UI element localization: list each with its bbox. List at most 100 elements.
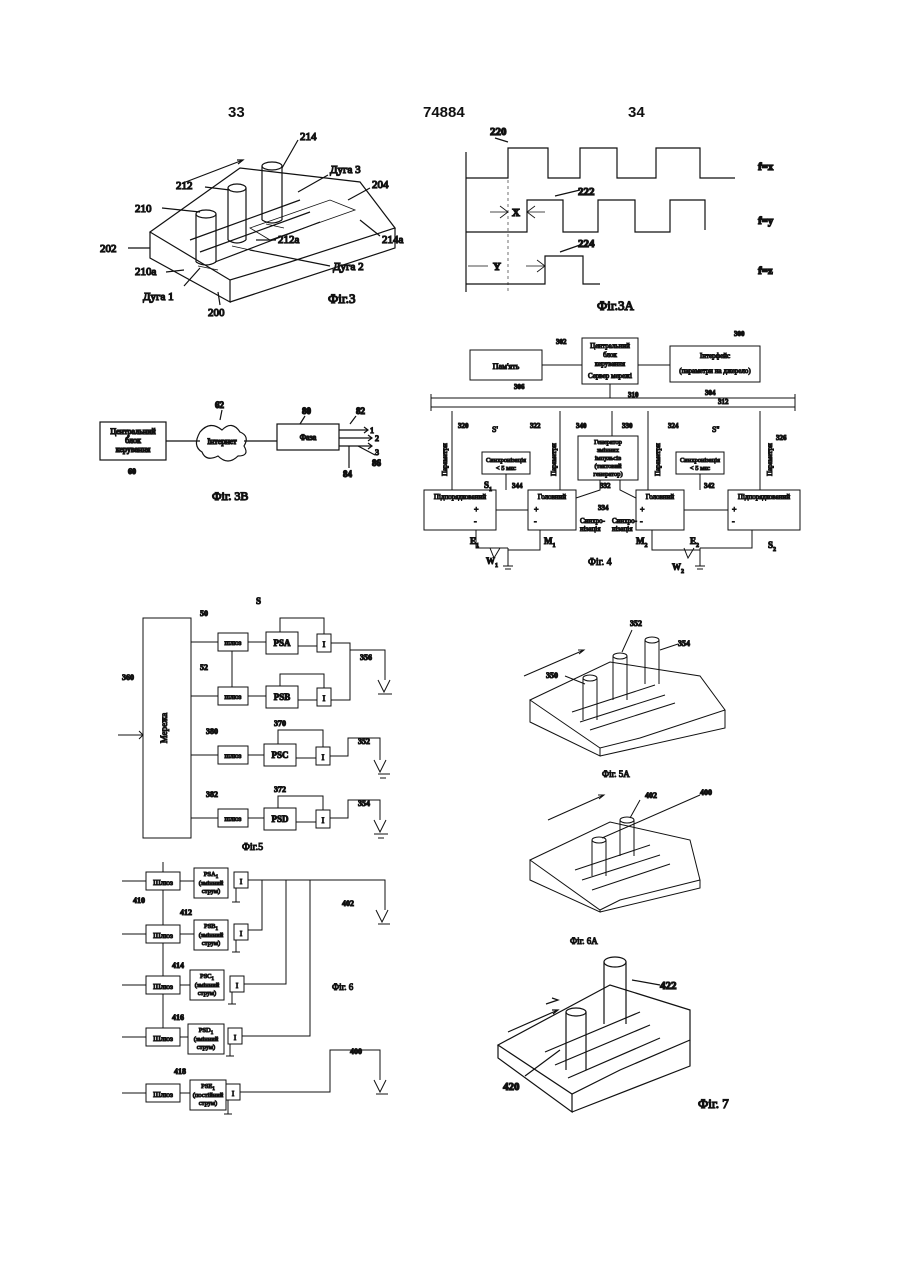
fig6-psb1-name: PSB1	[204, 923, 219, 932]
fig4-sync2-b: < 5 мкс	[690, 465, 710, 472]
fig5a-three-electrodes: 352 354 350 Фіг. 5A	[524, 619, 725, 779]
fig4-main-2: Головний	[646, 493, 675, 501]
fig6-psb1-mode-b: струм)	[202, 940, 220, 947]
fig4-main-1: Головний	[538, 493, 567, 501]
fig4-minus-3: -	[640, 517, 643, 526]
fig3b-ref-60: 60	[128, 467, 136, 476]
fig5-ref-372: 372	[274, 785, 286, 794]
fig5-inverter-3: I	[322, 753, 325, 762]
fig5-ref-50: 50	[200, 609, 208, 618]
fig4-ref-310: 310	[628, 391, 639, 399]
fig3b-internet-label: Інтернет	[207, 437, 237, 446]
fig6-gateway-2: Шлюз	[153, 931, 173, 940]
fig3b-line-1: 1	[370, 426, 374, 435]
fig4-params-4: Параметри	[766, 443, 774, 476]
fig5-gateway-3: шлюз	[225, 752, 242, 760]
fig4-ref-332: 332	[600, 482, 611, 490]
fig6-mixed-sources: Шлюз Шлюз Шлюз Шлюз Шлюз PSA1 (змінний с…	[122, 862, 390, 1114]
fig4-params-1: Параметри	[441, 443, 449, 476]
fig6-ref-416: 416	[172, 1013, 184, 1022]
fig6-caption: Фіг. 6	[332, 982, 354, 992]
fig4-ref-300: 300	[734, 330, 745, 338]
fig6-ref-412: 412	[180, 908, 192, 917]
fig4-label-S2: S2	[768, 540, 776, 553]
fig5a-ref-354: 354	[678, 639, 690, 648]
fig3-arc2-label: Дуга 2	[333, 261, 364, 273]
fig4-plus-3: +	[640, 505, 645, 514]
fig4-ref-324: 324	[668, 422, 679, 430]
fig3a-pulse-timing: 220 222 224 X Y f=x f=y f=z Фіг.3A	[466, 126, 774, 313]
fig4-ref-306: 306	[514, 383, 525, 391]
fig3a-ref-222: 222	[578, 186, 595, 198]
fig3b-ref-84: 84	[343, 469, 353, 479]
fig5a-ref-350: 350	[546, 671, 558, 680]
fig5-ref-380: 380	[206, 727, 218, 736]
fig7-caption: Фіг. 7	[698, 1096, 729, 1111]
fig6-psc1-name: PSC1	[200, 973, 215, 982]
fig4-sync-word-2a: Синхро-	[612, 517, 638, 525]
fig7-two-electrodes: 422 420 Фіг. 7	[498, 957, 729, 1112]
fig3b-internet-control: Центральний блок керування Інтернет Фаза…	[100, 400, 382, 503]
fig4-plus-1: +	[474, 505, 479, 514]
fig4-gen-5: генератор)	[593, 471, 622, 478]
fig6-ref-418: 418	[174, 1067, 186, 1076]
fig3-ref-200: 200	[208, 307, 225, 319]
fig6a-two-electrodes: 400 402 Фіг. 6A	[530, 788, 712, 946]
fig5-ref-52: 52	[200, 663, 208, 672]
fig4-gen-3: імпульсів	[595, 455, 621, 462]
fig3b-line-3: 3	[375, 448, 379, 457]
fig3b-ref-82: 82	[356, 406, 366, 416]
fig6-ref-410: 410	[133, 896, 145, 905]
fig4-synchronized-sources: Пам'ять Центральний блок керування Серве…	[424, 330, 800, 575]
fig5-ref-360: 360	[122, 673, 134, 682]
fig5a-ref-352: 352	[630, 619, 642, 628]
fig4-label-S1: S1	[484, 480, 492, 493]
fig4-ref-320: 320	[458, 422, 469, 430]
fig4-memory: Пам'ять	[493, 362, 520, 371]
fig3-ref-204: 204	[372, 179, 389, 191]
fig6-psc1-mode-a: (змінний	[195, 982, 220, 989]
fig4-sub-2: Підпорядкований	[738, 493, 790, 501]
fig6-pse1-name: PSE1	[201, 1083, 215, 1092]
fig5-source-psa: PSA	[273, 638, 291, 648]
fig4-sync1-b: < 5 мкс	[496, 465, 516, 472]
fig6a-ref-400: 400	[700, 788, 712, 797]
fig5-inverter-4: I	[322, 816, 325, 825]
fig4-s-double-prime: S''	[712, 425, 720, 434]
fig3-caption: Фіг.3	[328, 291, 356, 306]
fig4-ref-340: 340	[576, 422, 587, 430]
fig4-plus-4: +	[732, 505, 737, 514]
fig4-gen-4: (тактовий	[594, 463, 622, 470]
fig3b-central-line2: блок	[125, 436, 141, 445]
fig3a-ref-220: 220	[490, 126, 507, 138]
fig6a-caption: Фіг. 6A	[570, 936, 598, 946]
fig3-arc3-label: Дуга 3	[330, 164, 361, 176]
fig6-gateway-4: Шлюз	[153, 1034, 173, 1043]
fig4-ref-342: 342	[704, 482, 715, 490]
fig6-inverter-1: I	[240, 878, 243, 886]
fig4-label-M2: M2	[636, 536, 648, 549]
fig3a-freq-y: f=y	[758, 215, 774, 227]
fig4-sync2-a: Синхронізація	[680, 457, 720, 464]
fig4-label-W2: W2	[672, 562, 684, 575]
fig4-minus-2: -	[534, 517, 537, 526]
fig3a-caption: Фіг.3A	[597, 298, 634, 313]
fig7-ref-420: 420	[503, 1081, 520, 1093]
fig4-ref-326: 326	[776, 434, 787, 442]
fig4-central-3: керування	[595, 360, 626, 368]
fig3b-ref-80: 80	[302, 406, 312, 416]
fig3b-phase-label: Фаза	[300, 433, 317, 442]
fig5-caption: Фіг.5	[242, 842, 263, 853]
fig4-caption: Фіг. 4	[588, 557, 612, 568]
fig3-ref-202: 202	[100, 243, 117, 255]
fig6-psa1-mode-a: (змінний	[199, 880, 224, 887]
fig4-plus-2: +	[534, 505, 539, 514]
fig4-label-W1: W1	[486, 556, 498, 569]
fig6-gateway-5: Шлюз	[153, 1090, 173, 1099]
fig4-gen-2: змінних	[597, 447, 620, 454]
fig4-ref-322: 322	[530, 422, 541, 430]
fig3-ref-214: 214	[300, 131, 317, 143]
fig6-pse1-mode-a: (постійний	[193, 1092, 224, 1099]
fig4-params-2: Параметри	[550, 443, 558, 476]
fig4-gen-1: Генератор	[594, 439, 622, 446]
